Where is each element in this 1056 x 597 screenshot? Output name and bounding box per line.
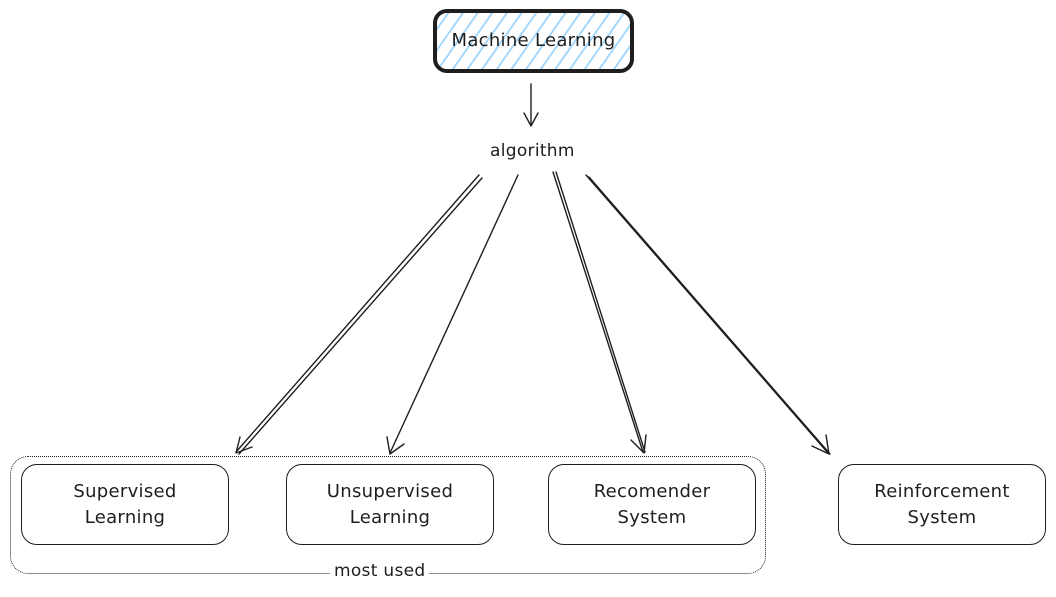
recomender-system-node[interactable]: Recomender System <box>548 464 756 545</box>
supervised-learning-node[interactable]: Supervised Learning <box>21 464 229 545</box>
machine-learning-label: Machine Learning <box>451 30 616 51</box>
reinforcement-system-node[interactable]: Reinforcement System <box>838 464 1046 545</box>
most-used-group-label: most used <box>330 560 430 582</box>
recomender-system-label: Recomender System <box>593 480 711 528</box>
algorithm-edge-label: algorithm <box>488 140 577 162</box>
machine-learning-node[interactable]: Machine Learning <box>433 9 634 73</box>
unsupervised-learning-label: Unsupervised Learning <box>326 480 454 528</box>
unsupervised-learning-node[interactable]: Unsupervised Learning <box>286 464 494 545</box>
arrow-to-reinforcement <box>585 174 831 455</box>
supervised-learning-label: Supervised Learning <box>73 480 177 528</box>
arrow-to-supervised <box>235 174 483 455</box>
arrow-to-recomender <box>552 171 647 454</box>
arrow-root-to-algorithm <box>523 83 539 127</box>
reinforcement-system-label: Reinforcement System <box>874 480 1010 528</box>
arrow-to-unsupervised <box>386 174 519 455</box>
